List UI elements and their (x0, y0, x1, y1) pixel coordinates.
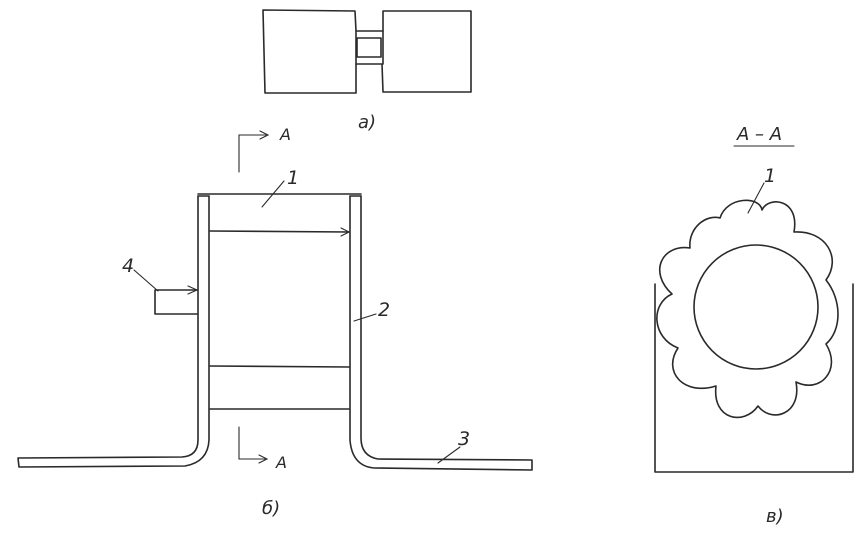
figure-v-label: в) (766, 506, 784, 527)
star-profile (656, 199, 839, 419)
section-mark-top-label: А (279, 125, 291, 144)
part-2-label: 2 (378, 299, 390, 321)
section-part-1-label: 1 (764, 165, 776, 187)
figure-b-side-view (17, 130, 533, 471)
figure-v-cross-section (654, 145, 854, 473)
part-3-label: 3 (458, 428, 470, 450)
section-mark-bottom-label: А (275, 453, 287, 472)
figure-a-top-view (262, 9, 472, 94)
section-title: А – А (736, 124, 782, 145)
part-1-label: 1 (287, 167, 299, 189)
figure-a-label: а) (358, 112, 376, 133)
part-4-label: 4 (122, 255, 134, 277)
figure-b-label: б) (262, 498, 280, 519)
